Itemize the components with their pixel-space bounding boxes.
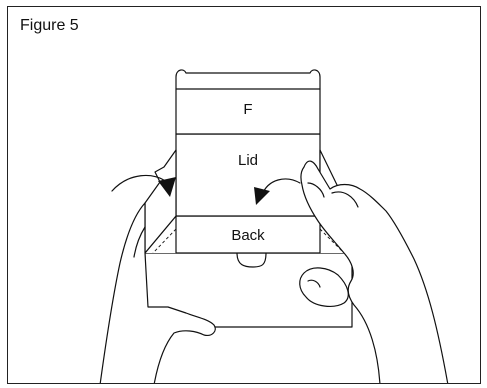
figure-panel: Figure 5 Back Lid F (7, 6, 481, 384)
flap-f-label: F (243, 101, 252, 118)
box-folding-illustration: Back Lid F (99, 69, 449, 383)
lid-panel: Lid (175, 133, 321, 217)
back-panel: Back (175, 215, 321, 254)
right-hand (299, 160, 449, 383)
curved-arrow-left-icon (111, 174, 176, 197)
back-label: Back (231, 227, 265, 244)
left-hand (99, 202, 216, 383)
curved-arrow-right-icon (254, 178, 301, 205)
lid-label: Lid (238, 152, 258, 169)
left-tuck-flap (144, 149, 177, 254)
figure-title: Figure 5 (20, 17, 79, 34)
flap-f-panel: F (175, 69, 321, 135)
